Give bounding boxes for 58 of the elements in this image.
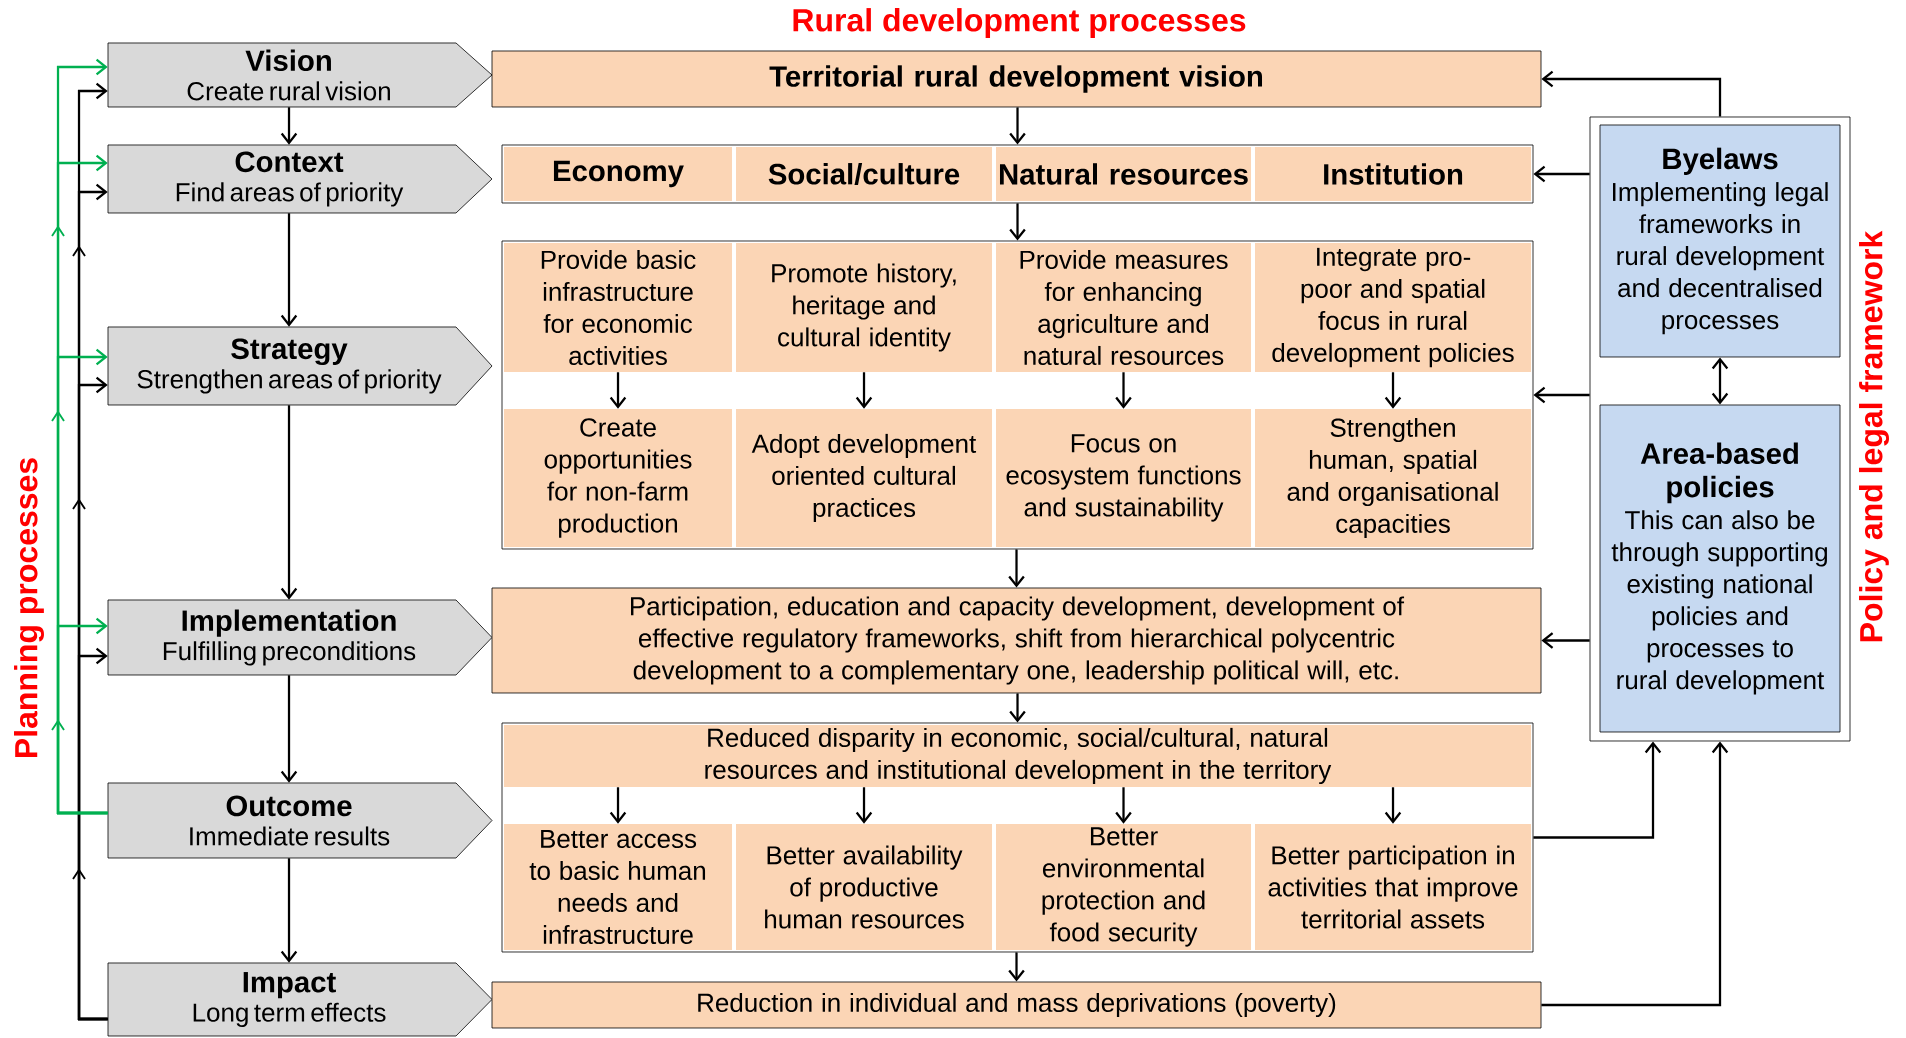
table-cell: Reduced disparity in economic, social/cultural, natural resources and institutional development in the territory [504,725,1531,787]
chevron-box: Strategy Strengthen areas of priority [107,326,493,406]
arrow [1384,372,1402,409]
table-cell: Focus on ecosystem functions and sustainability [996,409,1251,547]
arrow [609,372,627,409]
arrow [1115,787,1132,824]
arrow [855,787,873,824]
arrow [1009,203,1026,241]
chevron-box: Implementation Fulfilling preconditions [107,599,493,676]
process-box: Reduction in individual and mass deprivations (poverty) [491,981,1542,1029]
chevron-box: Context Find areas of priority [107,144,493,214]
table-cell: Better participation in activities that improve territorial assets [1255,824,1531,950]
process-box: Participation, education and capacity development, development of effective regulatory frameworks, shift from hierarchical polycentric development to a complementary one, leadership political will, etc. [491,587,1542,694]
side-heading: Policy and legal framework [1859,230,1889,642]
arrow [1009,107,1026,145]
table-cell: Promote history, heritage and cultural identity [736,243,992,372]
table-cell: Economy [504,147,732,201]
arrow [1541,632,1590,649]
chevron-box: Vision Create rural vision [107,42,493,108]
arrow [1115,372,1132,409]
arrow [77,647,108,1021]
arrow [56,617,108,815]
table-cell: Better access to basic human needs and infrastructure [504,824,732,950]
arrow [1008,549,1025,588]
table-cell: Better availability of productive human resources [736,824,992,950]
arrow [1009,693,1026,723]
arrow [855,372,873,409]
policy-box: Area-based policies This can also be through supporting existing national policies and processes to rural development [1599,404,1841,733]
arrow [280,858,298,963]
arrow [1541,70,1722,117]
table-cell: Adopt development oriented cultural practices [736,409,992,547]
table-cell: Better environmental protection and food security [996,824,1251,950]
arrow [1711,357,1729,405]
table-cell: Institution [1255,147,1531,201]
side-heading: Planning processes [14,458,44,758]
table-cell: Social/culture [736,147,992,201]
arrow [1541,741,1729,1007]
table-cell: Provide basic infrastructure for economic activities [504,243,732,372]
policy-box: Byelaws Implementing legal frameworks in rural development and decentralised processes [1599,124,1841,358]
arrow [1008,952,1025,982]
arrow [280,405,298,600]
chevron-box: Impact Long term effects [107,962,493,1037]
process-box: Territorial rural development vision [491,50,1542,108]
arrow [280,675,298,783]
table-cell: Integrate pro-poor and spatial focus in rural development policies [1255,243,1531,372]
table-cell: Create opportunities for non-farm production [504,409,732,547]
table-cell: Strengthen human, spatial and organisational capacities [1255,409,1531,547]
arrow [1533,386,1590,404]
arrow [280,107,298,145]
chevron-box: Outcome Immediate results [107,782,493,859]
arrow [609,787,627,824]
arrow [1384,787,1402,824]
arrow [280,213,298,327]
table-cell: Provide measures for enhancing agriculture and natural resources [996,243,1251,372]
arrow [1533,741,1662,839]
arrow [1533,165,1590,183]
diagram-title: Rural development processes [793,8,1246,38]
table-cell: Natural resources [996,147,1251,201]
